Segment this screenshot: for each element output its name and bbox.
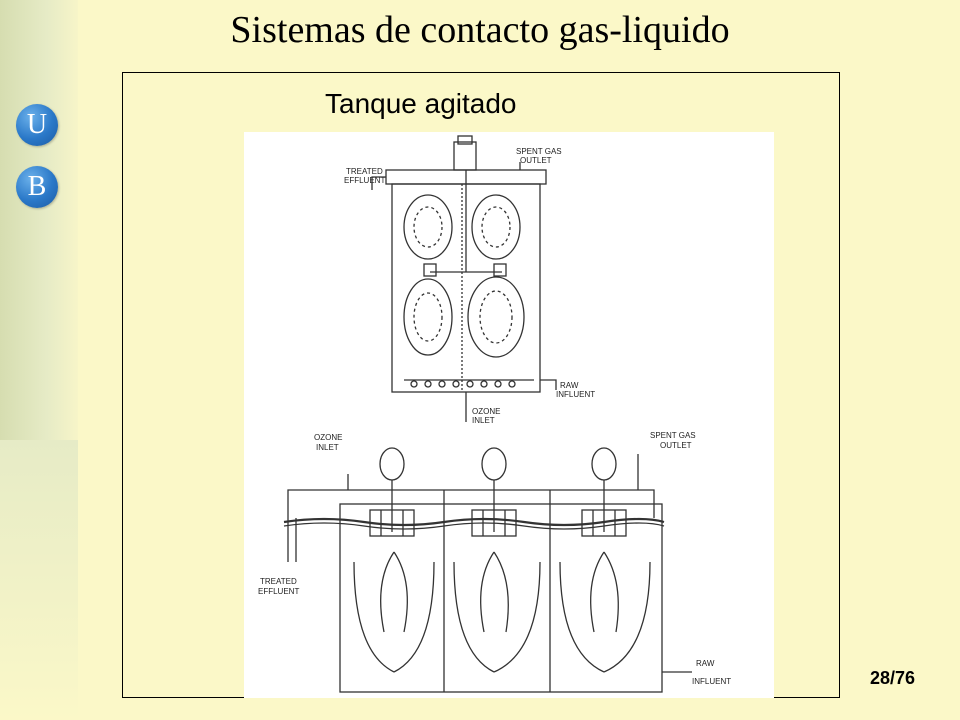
top-ozone-label-1: OZONE (472, 407, 500, 416)
logo-u-circle: U (16, 104, 58, 146)
diagram-svg: TREATED EFFLUENT SPENT GAS OUTLET RAW IN… (258, 135, 731, 693)
impeller-3 (581, 509, 627, 537)
page-number: 28/76 (870, 668, 916, 688)
bottom-raw-label-2: INFLUENT (692, 677, 731, 686)
top-ozone-label-2: INLET (472, 416, 495, 425)
bottom-tank (283, 447, 692, 693)
sidebar-band (0, 0, 78, 440)
logo-b-circle: B (16, 166, 58, 208)
impeller-1 (369, 509, 415, 537)
bottom-ozone-label-1: OZONE (314, 433, 342, 442)
top-treated-pipe (371, 176, 386, 190)
bottom-treated-label-2: EFFLUENT (258, 587, 299, 596)
motor-1 (379, 447, 405, 481)
top-spent-label-2: OUTLET (520, 156, 552, 165)
slide-title: Sistemas de contacto gas-liquido (230, 9, 730, 51)
bottom-tank-body (339, 503, 663, 693)
slide-subtitle: Tanque agitado (325, 88, 517, 119)
stirred-tank-diagram: TREATED EFFLUENT SPENT GAS OUTLET RAW IN… (244, 132, 774, 698)
top-motor (453, 141, 477, 171)
loop-bottom-right (467, 276, 525, 358)
motor-3 (591, 447, 617, 481)
top-raw-pipe (540, 379, 557, 390)
loop-bottom-left (403, 278, 453, 356)
bottom-spent-label-1: SPENT GAS (650, 431, 696, 440)
top-raw-label-1: RAW (560, 381, 579, 390)
loop-top-left (403, 194, 453, 260)
top-treated-label-2: EFFLUENT (344, 176, 385, 185)
bottom-ozone-label-2: INLET (316, 443, 339, 452)
bottom-treated-label-1: TREATED (260, 577, 297, 586)
bottom-raw-label-1: RAW (696, 659, 715, 668)
top-spent-label-1: SPENT GAS (516, 147, 562, 156)
impeller-2 (471, 509, 517, 537)
loop-top-right (471, 194, 521, 260)
top-tank (371, 135, 557, 422)
bottom-spent-label-2: OUTLET (660, 441, 692, 450)
top-treated-label-1: TREATED (346, 167, 383, 176)
top-raw-label-2: INFLUENT (556, 390, 595, 399)
sidebar-fade (0, 440, 78, 720)
motor-2 (481, 447, 507, 481)
